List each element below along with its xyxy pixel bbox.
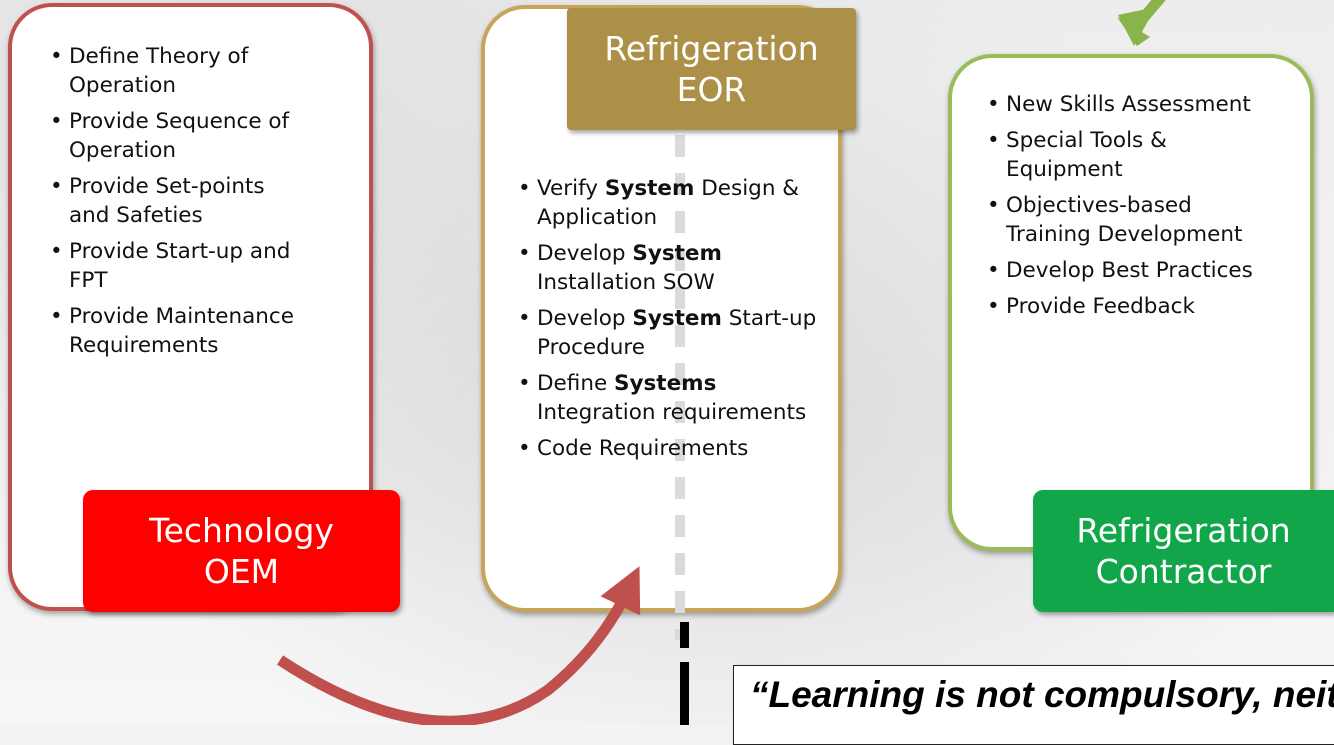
refrigeration-eor-label: Refrigeration EOR: [567, 8, 856, 130]
list-item: Provide Start-up and FPT: [50, 237, 310, 295]
list-item: New Skills Assessment: [987, 90, 1277, 119]
list-item: Provide Maintenance Requirements: [50, 302, 310, 360]
label-line: OEM: [203, 552, 280, 591]
refrigeration-contractor-bullet-list: New Skills Assessment Special Tools & Eq…: [987, 90, 1277, 328]
list-item: Develop Best Practices: [987, 256, 1277, 285]
list-item: Provide Set-points and Safeties: [50, 172, 310, 230]
label-line: Refrigeration: [604, 29, 819, 68]
curved-feedback-arrow: [276, 566, 641, 725]
label-line: Contractor: [1095, 552, 1272, 591]
list-item: Define Theory of Operation: [50, 42, 310, 100]
refrigeration-eor-bullet-list: Verify System Design & Application Devel…: [518, 174, 818, 470]
list-item: Special Tools & Equipment: [987, 126, 1277, 184]
timeline-segment: [680, 662, 689, 725]
label-line: Refrigeration: [1076, 511, 1291, 550]
list-item: Verify System Design & Application: [518, 174, 818, 232]
label-line: Technology: [149, 511, 334, 550]
timeline-segment: [680, 622, 689, 648]
list-item: Code Requirements: [518, 434, 818, 463]
list-item: Develop System Start-up Procedure: [518, 304, 818, 362]
technology-oem-bullet-list: Define Theory of Operation Provide Seque…: [50, 42, 310, 367]
green-down-arrow: [1117, 0, 1166, 46]
list-item: Provide Feedback: [987, 292, 1277, 321]
list-item: Develop System Installation SOW: [518, 239, 818, 297]
technology-oem-label: Technology OEM: [83, 490, 400, 612]
label-line: EOR: [676, 70, 747, 109]
list-item: Define Systems Integration requirements: [518, 369, 818, 427]
refrigeration-contractor-label: Refrigeration Contractor: [1033, 490, 1334, 612]
quote-text: “Learning is not compulsory, neit: [750, 674, 1334, 715]
list-item: Provide Sequence of Operation: [50, 107, 310, 165]
list-item: Objectives-based Training Development: [987, 191, 1277, 249]
